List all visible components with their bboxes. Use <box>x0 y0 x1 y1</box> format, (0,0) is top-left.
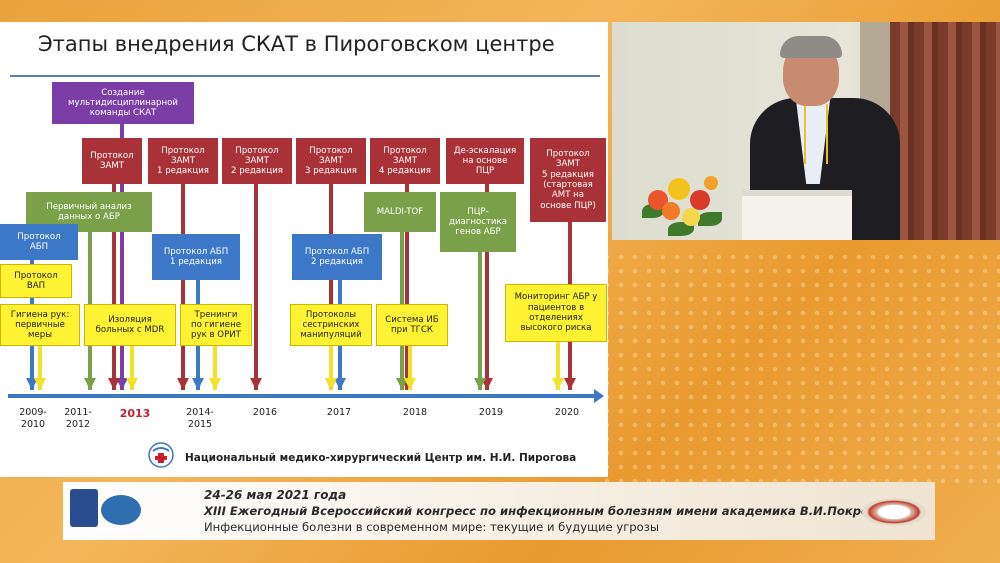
flower-bouquet <box>638 168 728 240</box>
line-training <box>213 342 217 390</box>
year-label: 2016 <box>252 407 278 418</box>
institute-logo-icon <box>101 495 141 525</box>
year-label-highlight: 2013 <box>119 407 151 420</box>
slide-footer: Национальный медико-хирургический Центр … <box>185 452 577 464</box>
line-zamt4 <box>405 184 409 390</box>
line-zamt3 <box>329 184 333 390</box>
arrowhead-isolation <box>126 378 138 390</box>
arrowhead-pcr <box>474 378 486 390</box>
box-hand-hygiene: Гигиена рук: первичные меры <box>0 304 80 346</box>
arrowhead-zamt2 <box>250 378 262 390</box>
box-vap: Протокол ВАП <box>0 264 72 298</box>
pirogov-center-logo-icon <box>148 442 174 468</box>
year-label: 2017 <box>326 407 352 418</box>
line-nursing <box>329 342 333 390</box>
arrowhead-ib <box>404 378 416 390</box>
arrowhead-hygiene <box>34 378 46 390</box>
box-zamt-2: Протокол ЗАМТ 2 редакция <box>222 138 292 184</box>
arrowhead-monitoring <box>552 378 564 390</box>
speaker-hair <box>780 36 842 58</box>
box-deescalation: Де-эскалация на основе ПЦР <box>446 138 524 184</box>
box-abp-2: Протокол АБП 2 редакция <box>292 234 382 280</box>
box-zamt-4: Протокол ЗАМТ 4 редакция <box>370 138 440 184</box>
arrowhead-abp2 <box>334 378 346 390</box>
box-isolation: Изоляция больных с MDR <box>84 304 176 346</box>
arrowhead-abp1 <box>192 378 204 390</box>
box-zamt-3: Протокол ЗАМТ 3 редакция <box>296 138 366 184</box>
line-zamt1 <box>181 184 185 390</box>
year-label: 2020 <box>554 407 580 418</box>
line-monitoring <box>556 342 560 390</box>
logo-caption-graphic <box>145 497 193 523</box>
year-label: 2014- 2015 <box>186 407 214 430</box>
timeline-axis <box>8 394 596 398</box>
congress-subtitle: Инфекционные болезни в современном мире:… <box>204 520 660 534</box>
arrowhead-zamt <box>108 378 120 390</box>
arrowhead-nursing <box>325 378 337 390</box>
curtain <box>890 22 1000 240</box>
box-pcr-diagnostics: ПЦР- диагностика генов АБР <box>440 192 516 252</box>
line-ib <box>408 342 412 390</box>
line-zamt <box>112 184 116 390</box>
year-label: 2011- 2012 <box>64 407 92 430</box>
box-zamt-1: Протокол ЗАМТ 1 редакция <box>148 138 218 184</box>
box-team: Создание мультидисциплинарной команды СК… <box>52 82 194 124</box>
box-nursing-protocols: Протоколы сестринских манипуляций <box>290 304 372 346</box>
box-abr-monitoring: Мониторинг АБР у пациентов в отделениях … <box>505 284 607 342</box>
line-zamt2 <box>254 184 258 390</box>
box-zamt-5: Протокол ЗАМТ 5 редакция (стартовая АМТ … <box>530 138 606 222</box>
line-deesc <box>485 184 489 390</box>
timeline-arrowhead <box>594 389 604 403</box>
line-hygiene <box>38 342 42 390</box>
year-label: 2018 <box>402 407 428 418</box>
line-team <box>120 124 124 390</box>
congress-logo-icon <box>70 489 98 527</box>
box-maldi-tof: MALDI-TOF <box>364 192 436 232</box>
arrowhead-analysis <box>84 378 96 390</box>
box-hand-training: Тренинги по гигиене рук в ОРИТ <box>180 304 252 346</box>
box-ib-system: Система ИБ при ТГСК <box>376 304 448 346</box>
line-pcr <box>478 252 482 390</box>
society-emblem-icon <box>862 498 926 526</box>
year-label: 2009- 2010 <box>19 407 47 430</box>
speaker-video <box>612 22 1000 240</box>
congress-title: XIII Ежегодный Всероссийский конгресс по… <box>204 504 914 518</box>
podium <box>742 190 852 240</box>
arrowhead-zamt5 <box>564 378 576 390</box>
congress-dates: 24-26 мая 2021 года <box>204 488 347 502</box>
arrowhead-zamt1 <box>177 378 189 390</box>
background-dots <box>600 250 1000 490</box>
title-divider <box>10 75 600 77</box>
arrowhead-training <box>209 378 221 390</box>
congress-banner <box>63 482 935 540</box>
line-isolation <box>130 342 134 390</box>
box-abp: Протокол АБП <box>0 224 78 260</box>
slide-title: Этапы внедрения СКАТ в Пироговском центр… <box>38 32 555 56</box>
presentation-slide: Этапы внедрения СКАТ в Пироговском центр… <box>0 22 608 477</box>
box-zamt: Протокол ЗАМТ <box>82 138 142 184</box>
year-label: 2019 <box>478 407 504 418</box>
speaker-lanyard <box>804 104 828 164</box>
box-abp-1: Протокол АБП 1 редакция <box>152 234 240 280</box>
